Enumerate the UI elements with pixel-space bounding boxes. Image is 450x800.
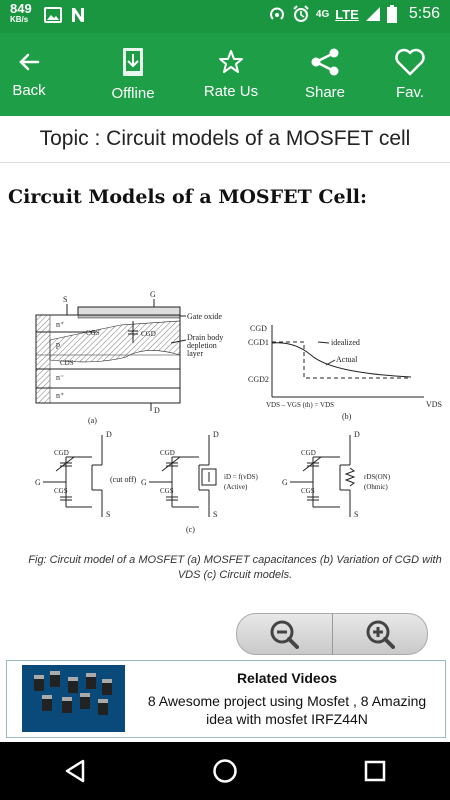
fig-b-label: (b) [342, 412, 352, 421]
fig-a-gate-oxide: Gate oxide [187, 312, 222, 321]
clock: 5:56 [408, 5, 440, 22]
fig-a-g-label: G [150, 290, 156, 299]
fig-b-cgd2: CGD2 [248, 375, 269, 384]
fig-b-vds: VDS [426, 400, 442, 409]
fig-b-cgd1: CGD1 [248, 338, 269, 347]
circle-home-icon [213, 759, 237, 783]
app-notification-icon [72, 8, 84, 22]
figure-caption: Fig: Circuit model of a MOSFET (a) MOSFE… [28, 554, 442, 581]
share-label: Share [304, 84, 346, 101]
fig-c1-g: G [35, 478, 41, 487]
network-type-label: LTE [335, 6, 359, 22]
fig-c1-cgd: CGD [54, 449, 69, 457]
fig-a-depletion-1: Drain body [187, 333, 223, 342]
back-label: Back [12, 82, 46, 99]
battery-icon [386, 5, 397, 23]
network-label: 4G [315, 8, 330, 20]
mosfet-figure: S G n⁺ p n⁻ n⁺ CGS CDS CGD Gate oxide Dr… [35, 290, 442, 534]
fig-a-p: p [56, 340, 60, 349]
related-video-description[interactable]: 8 Awesome project using Mosfet , 8 Amazi… [147, 693, 427, 727]
fig-a-depletion-2: depletion [187, 341, 217, 350]
favorite-button[interactable]: Fav. [390, 33, 430, 116]
net-speed-value: 849 [10, 1, 32, 16]
share-button[interactable]: Share [302, 33, 348, 116]
rate-us-label: Rate Us [203, 83, 259, 100]
fig-c-label: (c) [186, 525, 195, 534]
fig-c1-cgs: CGS [54, 487, 68, 495]
nav-home-button[interactable] [195, 751, 255, 791]
offline-button[interactable]: Offline [104, 33, 162, 116]
zoom-out-icon [270, 620, 300, 649]
zoom-in-button[interactable] [333, 614, 428, 654]
fav-label: Fav. [395, 84, 425, 101]
fig-a-n-plus-bottom: n⁺ [56, 391, 64, 400]
fig-c3-s: S [354, 510, 358, 519]
fig-a-label: (a) [88, 416, 97, 425]
fig-c2-cgd: CGD [160, 449, 175, 457]
fig-c2-id: iD = f(vDS) [224, 473, 259, 481]
nav-recents-button[interactable] [345, 751, 405, 791]
triangle-back-icon [65, 759, 85, 783]
fig-a-d-label: D [154, 406, 160, 415]
fig-c2-g: G [141, 478, 147, 487]
star-icon [219, 50, 243, 73]
arrow-left-icon [19, 53, 40, 71]
fig-c3-cgd: CGD [301, 449, 316, 457]
fig-c3-ohmic: (Ohmic) [364, 483, 388, 491]
share-icon [311, 48, 339, 76]
fig-b-cgd: CGD [250, 324, 267, 333]
related-videos-card[interactable]: Related Videos 8 Awesome project using M… [6, 660, 446, 738]
fig-c2-d: D [213, 430, 219, 439]
mosfet-components-image [22, 665, 125, 732]
fig-c2-active: (Active) [224, 483, 248, 491]
alarm-icon [293, 5, 309, 22]
fig-a-cgs: CGS [86, 329, 100, 337]
rate-us-button[interactable]: Rate Us [200, 33, 262, 116]
fig-b-actual: Actual [336, 355, 358, 364]
zoom-out-button[interactable] [237, 614, 332, 654]
offline-label: Offline [111, 85, 155, 102]
fig-a-cds: CDS [60, 359, 74, 367]
fig-a-s-label: S [63, 295, 67, 304]
fig-b-idealized: idealized [331, 338, 360, 347]
nav-back-button[interactable] [45, 751, 105, 791]
section-heading: Circuit Models of a MOSFET Cell: [8, 186, 368, 208]
square-recents-icon [364, 760, 386, 782]
video-thumbnail[interactable] [22, 665, 125, 732]
system-navigation-bar [0, 742, 450, 800]
fig-a-n-plus: n⁺ [56, 320, 64, 329]
download-file-icon [123, 48, 143, 76]
fig-c2-s: S [213, 510, 217, 519]
fig-b-x-mark: VDS – VGS (th) = VDS [266, 401, 334, 409]
net-speed-unit: KB/s [10, 15, 29, 24]
signal-icon [365, 7, 380, 21]
fig-c2-cgs: CGS [160, 487, 174, 495]
fig-c1-cutoff: (cut off) [110, 475, 137, 484]
fig-c1-d: D [106, 430, 112, 439]
back-button[interactable]: Back [10, 33, 48, 116]
figure-b-graph: CGD CGD1 CGD2 idealized Actual VDS – VGS… [248, 324, 442, 421]
fig-c3-d: D [354, 430, 360, 439]
fig-a-depletion-3: layer [187, 349, 203, 358]
heart-icon [395, 48, 425, 76]
app-toolbar: Back Offline Rate Us Share Fav. [0, 33, 450, 116]
hotspot-icon [269, 7, 284, 20]
topic-title: Topic : Circuit models of a MOSFET cell [0, 116, 450, 163]
zoom-in-icon [366, 620, 395, 649]
image-notification-icon [44, 7, 62, 23]
related-videos-title: Related Videos [236, 670, 338, 686]
zoom-controls [236, 613, 428, 655]
fig-c3-g: G [282, 478, 288, 487]
status-bar: 849 KB/s 4G LTE 5:56 [0, 0, 450, 33]
fig-c1-s: S [106, 510, 110, 519]
fig-c3-rds: rDS(ON) [364, 473, 391, 481]
figure-c-circuits [43, 435, 356, 517]
fig-c3-cgs: CGS [301, 487, 315, 495]
figure-a-cross-section: S G n⁺ p n⁻ n⁺ CGS CDS CGD Gate oxide Dr… [35, 290, 223, 425]
fig-a-cgd: CGD [141, 330, 156, 338]
net-speed: 849 KB/s [10, 1, 32, 25]
fig-a-n-minus: n⁻ [56, 373, 64, 382]
figure-c-labels: D G S CGD CGS (cut off) D G S CGD CGS iD… [35, 430, 391, 534]
